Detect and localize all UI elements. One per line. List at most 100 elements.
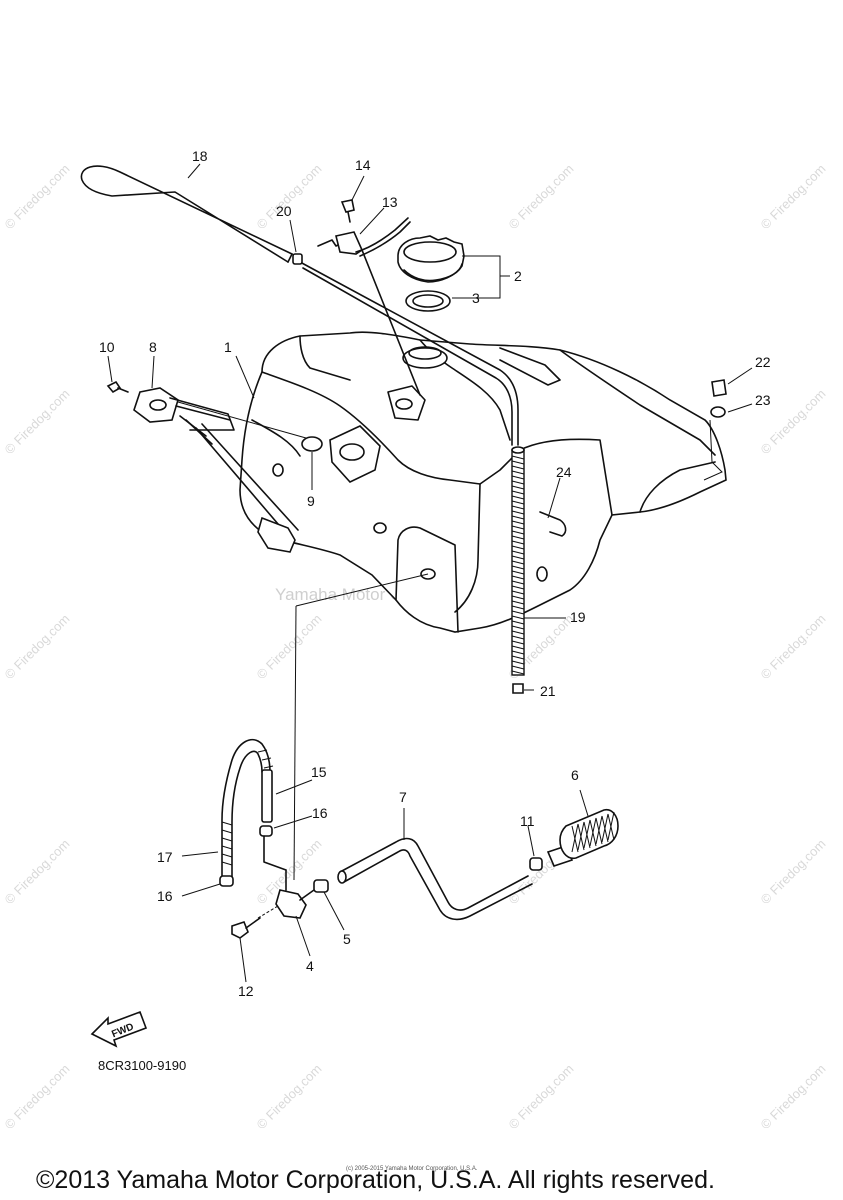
coil-stroke: [221, 837, 233, 842]
clamp-11: [529, 857, 543, 871]
coil-stroke: [511, 625, 525, 630]
filter-mesh: [571, 811, 615, 853]
fuel-pipe: [337, 837, 533, 921]
clip-20: [292, 253, 303, 265]
coil-stroke: [511, 650, 525, 655]
part-label-16-upper: 16: [312, 805, 328, 821]
coil-stroke: [511, 585, 525, 590]
vent-valve: [317, 217, 421, 396]
bolt-12: [231, 905, 279, 939]
part-label-18: 18: [192, 148, 208, 164]
coil-stroke: [511, 535, 525, 540]
part-label-9: 9: [307, 493, 315, 509]
watermark-text: © Firedog.com: [758, 611, 829, 682]
clamp-5: [313, 879, 329, 893]
mesh-stroke: [601, 813, 609, 843]
part-label-10: 10: [99, 339, 115, 355]
copyright-notice: ©2013 Yamaha Motor Corporation, U.S.A. A…: [36, 1166, 715, 1194]
watermark-text: © Firedog.com: [254, 1061, 325, 1132]
coil-stroke: [261, 757, 272, 761]
coil-stroke: [511, 520, 525, 525]
coil-stroke: [511, 635, 525, 640]
coil-stroke: [511, 480, 525, 485]
coil-stroke: [511, 455, 525, 460]
coil-stroke: [511, 590, 525, 595]
coil-stroke: [511, 615, 525, 620]
watermark-text: © Firedog.com: [758, 161, 829, 232]
mesh-stroke: [583, 819, 591, 849]
part-label-15: 15: [311, 764, 327, 780]
watermark-text: © Firedog.com: [2, 161, 73, 232]
part-label-12: 12: [238, 983, 254, 999]
coil-stroke: [511, 580, 525, 585]
coil-stroke: [221, 845, 233, 850]
damper-22: [711, 379, 727, 397]
breather-pipe: [299, 261, 525, 694]
fwd-direction-arrow: FWD: [90, 1010, 148, 1048]
diagram-code: 8CR3100-9190: [98, 1058, 186, 1073]
watermark-text: © Firedog.com: [254, 161, 325, 232]
vent-hose: [80, 165, 293, 263]
coil-stroke: [263, 765, 274, 769]
leader-lines: [107, 163, 753, 983]
part-label-16-lower: 16: [157, 888, 173, 904]
part-label-8: 8: [149, 339, 157, 355]
coil-stroke: [511, 530, 525, 535]
part-label-4: 4: [306, 958, 314, 974]
coil-stroke: [511, 670, 525, 675]
watermark-text: © Firedog.com: [506, 161, 577, 232]
coil-stroke: [511, 565, 525, 570]
coil-stroke: [221, 853, 233, 858]
hose-coil: [221, 749, 274, 866]
damper-23: [710, 406, 726, 418]
part-label-7: 7: [399, 789, 407, 805]
watermark-text: © Firedog.com: [254, 611, 325, 682]
coil-stroke: [511, 540, 525, 545]
coil-stroke: [221, 829, 233, 834]
part-label-19: 19: [570, 609, 586, 625]
fuel-cock: [263, 835, 315, 919]
coil-stroke: [511, 665, 525, 670]
mesh-stroke: [577, 821, 585, 851]
coil-stroke: [511, 610, 525, 615]
bolt-10: [106, 380, 129, 394]
coil-stroke: [511, 660, 525, 665]
part-label-17: 17: [157, 849, 173, 865]
fuel-hose-17: [221, 738, 274, 879]
part-label-1: 1: [224, 339, 232, 355]
coil-stroke: [511, 575, 525, 580]
coil-stroke: [511, 555, 525, 560]
coil-stroke: [511, 630, 525, 635]
coil-stroke: [511, 510, 525, 515]
clamp-16-upper: [259, 825, 273, 837]
small-notice: (c) 2005-2015 Yamaha Motor Corporation, …: [346, 1166, 478, 1172]
part-label-24: 24: [556, 464, 572, 480]
part-label-22: 22: [755, 354, 771, 370]
mesh-stroke: [607, 811, 615, 841]
mesh-stroke: [589, 817, 597, 847]
bolt-14: [340, 199, 355, 223]
watermark-text: © Firedog.com: [2, 611, 73, 682]
watermark-text: © Firedog.com: [2, 836, 73, 907]
part-label-14: 14: [355, 157, 371, 173]
watermark-text: © Firedog.com: [758, 836, 829, 907]
coil-stroke: [511, 645, 525, 650]
coil-stroke: [511, 485, 525, 490]
coil-stroke: [511, 570, 525, 575]
coil-stroke: [257, 749, 268, 753]
coil-stroke: [511, 475, 525, 480]
coil-stroke: [511, 545, 525, 550]
coil-stroke: [511, 505, 525, 510]
coil-stroke: [511, 465, 525, 470]
fuel-filter: [546, 808, 619, 867]
part-label-21: 21: [540, 683, 556, 699]
part-label-11: 11: [520, 813, 535, 829]
coil-stroke: [221, 821, 233, 826]
part-label-20: 20: [276, 203, 292, 219]
fuel-cap: [397, 235, 465, 283]
coil-stroke: [511, 600, 525, 605]
coil-stroke: [511, 460, 525, 465]
coil-stroke: [511, 595, 525, 600]
cap-gasket: [405, 290, 451, 312]
